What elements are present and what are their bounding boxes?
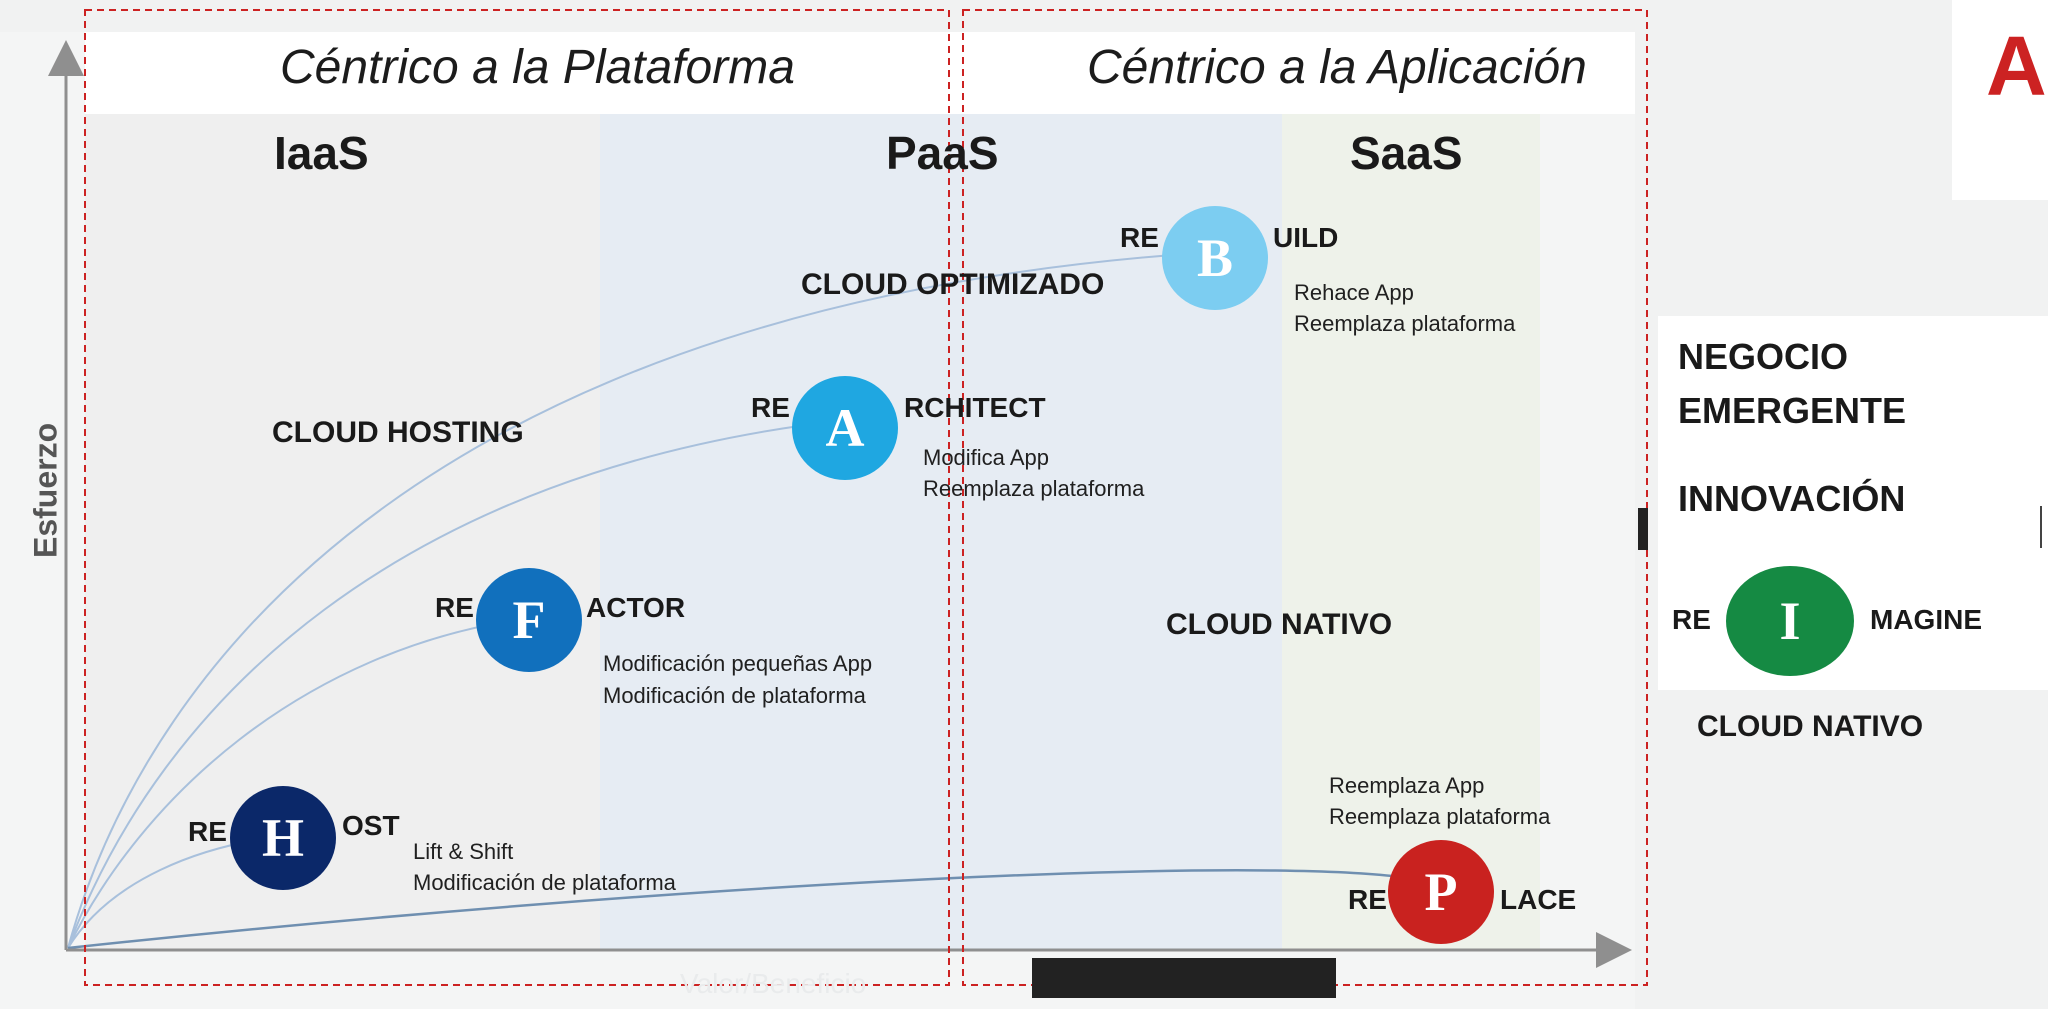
logo: A <box>1986 19 2047 113</box>
logo-card <box>1952 0 2048 200</box>
title-band <box>85 32 1635 114</box>
y-axis-label: Esfuerzo <box>27 422 64 558</box>
refactor-suffix: ACTOR <box>586 592 686 623</box>
refactor-desc-2: Modificación de plataforma <box>603 683 866 708</box>
iaas-zone <box>85 114 600 950</box>
reimagine-suffix: MAGINE <box>1870 604 1982 635</box>
side-divider-mark <box>1638 508 1648 550</box>
redaction-bar <box>1032 958 1336 998</box>
side-divider-mark <box>2040 506 2042 548</box>
side-emergente: EMERGENTE <box>1678 390 1907 431</box>
rebuild-prefix: RE <box>1120 222 1159 253</box>
reimagine-circle: I <box>1726 566 1854 676</box>
replace-suffix: LACE <box>1500 884 1577 915</box>
x-axis-label: Valor/Beneficio <box>680 968 867 999</box>
refactor-desc-1: Modificación pequeñas App <box>603 651 873 676</box>
zone-label-iaas: IaaS <box>274 127 369 179</box>
rehost-circle: H <box>230 786 336 890</box>
replace-circle: P <box>1388 840 1494 944</box>
title-application: Céntrico a la Aplicación <box>1087 41 1587 94</box>
rehost-desc-1: Lift & Shift <box>413 839 514 864</box>
reimagine-prefix: RE <box>1672 604 1711 635</box>
rehost-prefix: RE <box>188 816 227 847</box>
side-negocio: NEGOCIO <box>1678 336 1849 377</box>
rearchitect-prefix: RE <box>751 392 790 423</box>
rebuild-suffix: UILD <box>1273 222 1339 253</box>
rehost-suffix: OST <box>342 810 400 841</box>
curve-replace <box>67 869 1439 950</box>
rearchitect-circle: A <box>792 376 898 480</box>
application-frame <box>962 9 1648 986</box>
side-innovacion: INNOVACIÓN <box>1678 478 1906 519</box>
curve-rebuild <box>67 251 1216 949</box>
curve-rearchitect <box>67 419 847 949</box>
rehost-desc-2: Modificación de plataforma <box>413 870 676 895</box>
rebuild-circle: B <box>1162 206 1268 310</box>
zone-label-saas: SaaS <box>1350 127 1463 179</box>
curve-refactor <box>67 617 529 949</box>
stage-label-hosting: CLOUD HOSTING <box>272 416 524 449</box>
saas-zone <box>1282 114 1540 950</box>
platform-frame <box>84 9 950 986</box>
rebuild-desc-1: Rehace App <box>1294 280 1414 305</box>
replace-desc-2: Reemplaza plataforma <box>1329 804 1551 829</box>
stage-label-native: CLOUD NATIVO <box>1166 608 1393 641</box>
refactor-prefix: RE <box>435 592 474 623</box>
rearchitect-desc-2: Reemplaza plataforma <box>923 476 1145 501</box>
refactor-circle: F <box>476 568 582 672</box>
zone-label-paas: PaaS <box>886 127 999 179</box>
rearchitect-desc-1: Modifica App <box>923 445 1049 470</box>
side-caption: CLOUD NATIVO <box>1697 710 1924 743</box>
replace-prefix: RE <box>1348 884 1387 915</box>
stage-label-optimized: CLOUD OPTIMIZADO <box>801 268 1105 301</box>
rebuild-desc-2: Reemplaza plataforma <box>1294 311 1516 336</box>
rearchitect-suffix: RCHITECT <box>904 392 1046 423</box>
title-platform: Céntrico a la Plataforma <box>280 41 795 94</box>
replace-desc-1: Reemplaza App <box>1329 773 1485 798</box>
